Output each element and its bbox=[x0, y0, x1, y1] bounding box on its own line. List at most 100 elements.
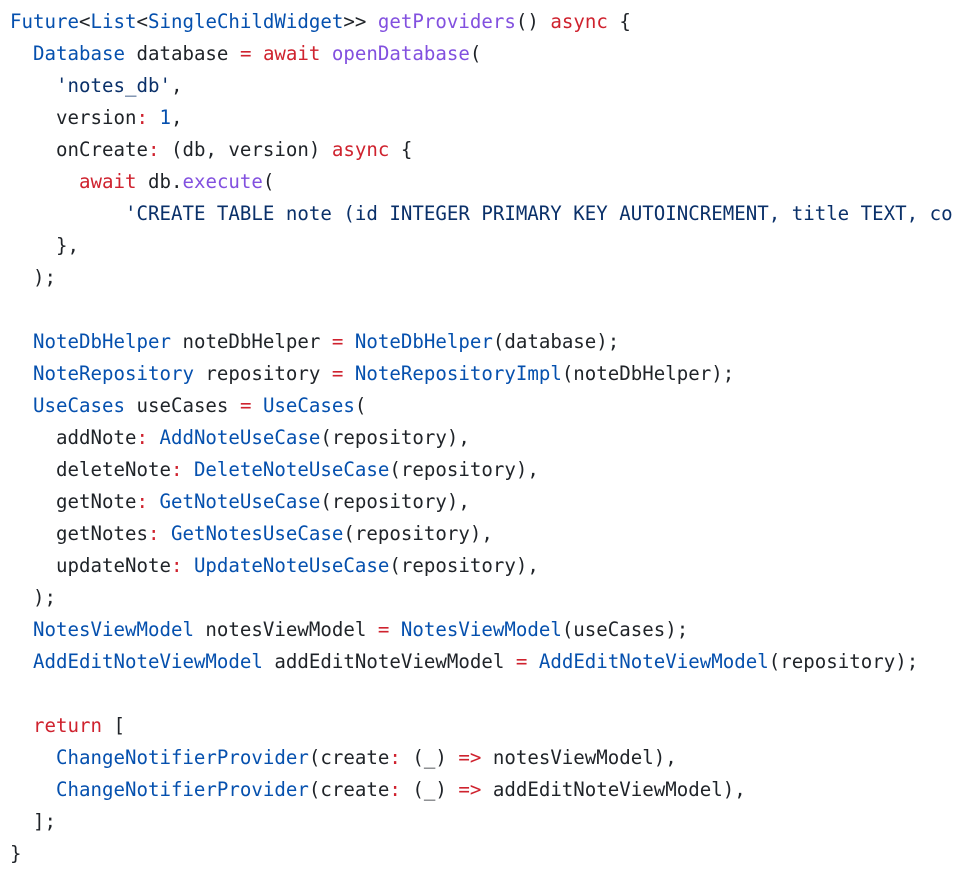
code-token: updateNote bbox=[10, 554, 171, 577]
code-line: ); bbox=[10, 582, 960, 614]
code-token bbox=[148, 490, 160, 513]
code-line: ]; bbox=[10, 806, 960, 838]
code-token: { bbox=[607, 10, 631, 33]
code-token: UseCases bbox=[33, 394, 125, 417]
code-token: = bbox=[377, 618, 390, 641]
code-line: NoteDbHelper noteDbHelper = NoteDbHelper… bbox=[10, 326, 960, 358]
code-token: ChangeNotifierProvider bbox=[55, 778, 309, 801]
code-token bbox=[343, 362, 355, 385]
code-token bbox=[182, 458, 194, 481]
code-token: = bbox=[331, 362, 344, 385]
code-token: (database); bbox=[492, 330, 620, 353]
code-token bbox=[343, 330, 355, 353]
code-token: < bbox=[136, 10, 148, 33]
code-token: openDatabase bbox=[331, 42, 470, 65]
code-token: Future bbox=[10, 10, 79, 33]
code-token: [ bbox=[101, 714, 125, 737]
code-token bbox=[10, 778, 56, 801]
code-token: AddEditNoteViewModel bbox=[33, 650, 263, 673]
code-token: => bbox=[458, 778, 482, 801]
code-line: } bbox=[10, 838, 960, 870]
code-token: = bbox=[515, 650, 528, 673]
code-token: notesViewModel), bbox=[481, 746, 677, 769]
code-token: : bbox=[147, 138, 160, 161]
code-token: ChangeNotifierProvider bbox=[55, 746, 309, 769]
code-token: UpdateNoteUseCase bbox=[193, 554, 390, 577]
code-token: UseCases bbox=[262, 394, 355, 417]
code-token: version bbox=[10, 106, 137, 129]
code-token: database bbox=[124, 42, 240, 65]
code-token: } bbox=[10, 842, 22, 865]
code-token: deleteNote bbox=[10, 458, 171, 481]
code-token: notesViewModel bbox=[193, 618, 378, 641]
code-token: await bbox=[78, 170, 137, 193]
code-token: getNotes bbox=[10, 522, 148, 545]
code-token: (repository), bbox=[320, 490, 470, 513]
code-token bbox=[10, 170, 79, 193]
code-token bbox=[148, 106, 160, 129]
code-token: GetNotesUseCase bbox=[170, 522, 344, 545]
code-token: (db, version) bbox=[159, 138, 332, 161]
code-token bbox=[10, 618, 33, 641]
code-line: ChangeNotifierProvider(create: (_) => ad… bbox=[10, 774, 960, 806]
code-token bbox=[10, 330, 33, 353]
code-token bbox=[10, 714, 33, 737]
code-token: useCases bbox=[124, 394, 240, 417]
code-line: onCreate: (db, version) async { bbox=[10, 134, 960, 166]
code-line: NotesViewModel notesViewModel = NotesVie… bbox=[10, 614, 960, 646]
code-token bbox=[10, 746, 56, 769]
code-token: : bbox=[136, 106, 148, 129]
code-token bbox=[320, 42, 332, 65]
code-token: NotesViewModel bbox=[33, 618, 194, 641]
code-line: }, bbox=[10, 230, 960, 262]
code-token: }, bbox=[10, 234, 79, 257]
code-token: , bbox=[170, 74, 183, 97]
code-token: (_) bbox=[400, 778, 459, 801]
code-token: (repository), bbox=[320, 426, 470, 449]
code-line: 'CREATE TABLE note (id INTEGER PRIMARY K… bbox=[10, 198, 960, 230]
code-token: ( bbox=[262, 170, 275, 193]
code-token: 'notes_db' bbox=[55, 74, 171, 97]
code-token: = bbox=[239, 394, 252, 417]
code-token bbox=[159, 522, 171, 545]
code-token: (repository), bbox=[389, 554, 539, 577]
code-token: : bbox=[170, 554, 183, 577]
code-token: = bbox=[331, 330, 344, 353]
code-token bbox=[10, 42, 33, 65]
code-token: , bbox=[170, 106, 183, 129]
code-token: < bbox=[78, 10, 91, 33]
code-token: : bbox=[136, 490, 148, 513]
code-token: async bbox=[550, 10, 608, 33]
code-line: return [ bbox=[10, 710, 960, 742]
code-token: : bbox=[147, 522, 160, 545]
code-token: NoteRepositoryImpl bbox=[354, 362, 562, 385]
code-token: 'CREATE TABLE note (id INTEGER PRIMARY K… bbox=[124, 202, 953, 225]
code-token: (create bbox=[308, 746, 390, 769]
code-token bbox=[251, 42, 263, 65]
code-token: 1 bbox=[159, 106, 171, 129]
code-token bbox=[10, 74, 56, 97]
code-token: NotesViewModel bbox=[400, 618, 562, 641]
code-line: ChangeNotifierProvider(create: (_) => no… bbox=[10, 742, 960, 774]
code-token: => bbox=[458, 746, 482, 769]
code-line: await db.execute( bbox=[10, 166, 960, 198]
code-token: (noteDbHelper); bbox=[561, 362, 735, 385]
code-token: AddEditNoteViewModel bbox=[538, 650, 769, 673]
code-token: (useCases); bbox=[561, 618, 689, 641]
code-token: repository bbox=[193, 362, 332, 385]
code-token: : bbox=[170, 458, 183, 481]
code-token: (create bbox=[308, 778, 390, 801]
code-token: NoteDbHelper bbox=[33, 330, 171, 353]
code-line: Database database = await openDatabase( bbox=[10, 38, 960, 70]
code-token: execute bbox=[182, 170, 263, 193]
code-token: async bbox=[331, 138, 390, 161]
code-token: getProviders bbox=[377, 10, 516, 33]
code-token bbox=[251, 394, 263, 417]
code-token: NoteRepository bbox=[33, 362, 194, 385]
code-line bbox=[10, 294, 960, 326]
code-token: ( bbox=[469, 42, 482, 65]
code-line: addNote: AddNoteUseCase(repository), bbox=[10, 422, 960, 454]
code-line: getNote: GetNoteUseCase(repository), bbox=[10, 486, 960, 518]
code-token bbox=[10, 362, 33, 385]
